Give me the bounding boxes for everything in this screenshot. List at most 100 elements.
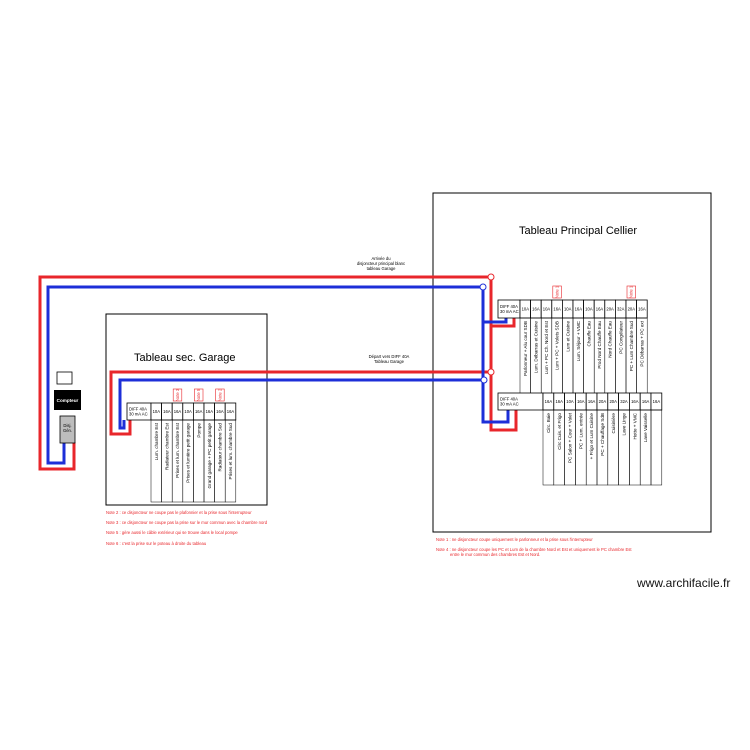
breaker-rating: 16A [216,409,224,414]
main-breaker-text: 30 mA AC [500,402,519,407]
breaker-rating: 20A [606,307,614,312]
wire-junctions [479,273,495,384]
meter-label: Compteur [57,398,79,403]
circuit-label: Lum et Cuisine [565,321,570,352]
top-link-note: disjoncteur principal blanc [357,261,405,266]
note-tag-text: Note 1 [555,285,560,298]
circuit-label: Nord Chauffe Eau [608,321,613,358]
breaker-rating: 32A [617,307,625,312]
mid-link-note: Tableau Garage [374,359,404,364]
circuit-label: Lum. Débarras et Cuisine [534,321,539,374]
main-panel-frame [432,192,712,533]
circuit-label: Prod Nord Chauffe Eau [597,321,602,369]
circuit-label: Radiateur chambre Est [165,422,170,470]
circuit-label: Circ Cuis. et Frigo [557,413,562,450]
garage-panel-frame [105,313,268,506]
circuit-label: PC Débarras + PC ext [640,320,645,366]
note-tag-text: Note 2 [217,388,222,401]
circuit-label: Radiateur chambre Sud [218,423,223,472]
breaker-rating: 20A [628,307,636,312]
junction [487,273,495,281]
main-note: entre le mur commun des chambres Est et … [450,552,540,557]
breaker-rating: 16A [575,307,583,312]
circuit-label: + Frigo et Lum Cuisine [589,413,594,460]
circuit-label: Prises et lum. chambre Sud [228,423,233,480]
breaker-rating: 16A [596,307,604,312]
note-tag [194,388,204,402]
breaker-rating: 16A [577,399,585,404]
main-breaker-text: DIFF 40A [500,304,518,309]
breaker-rating: 10A [543,307,551,312]
breaker-rating: 10A [153,409,161,414]
breaker-rating: 16A [555,399,563,404]
garage-note: Note 6 : c'est la prise sur le poteau à … [106,541,207,546]
main-breaker-label: Disj. [63,423,71,428]
breaker-rating: 10A [566,399,574,404]
main-breaker-label: Gén. [63,428,72,433]
circuit-label: Circ. Baie [546,413,551,433]
phase-wire-main [38,275,493,471]
garage-note: Note 2 : ce disjoncteur ne coupe pas le … [106,510,252,515]
main-breaker-text: 30 mA AC [500,309,519,314]
note-tag [626,285,636,299]
note-tag [172,388,183,402]
phase-feed-bottom [489,326,518,432]
main-breaker-box [59,415,76,444]
note-tag-text: Note 5 [196,388,201,401]
junction [487,368,495,376]
breaker-rating: 16A [653,399,661,404]
mid-link-note: Départ vers DIFF 40A [369,354,410,359]
neutral-feed-bottom [481,326,510,424]
junction [480,376,488,384]
circuit-label: PC Salon + Cour + Volet [568,412,573,463]
circuit-label: Cuisinière [611,413,616,434]
junction [479,283,487,291]
garage-note: Note 5 : gère aussi le câble extérieur q… [106,530,238,535]
circuit-label: Lum + PC Ch. Nord et Est [544,320,549,374]
circuit-label: Lave Linge [622,413,627,436]
circuit-label-cell [224,419,237,503]
circuit-label: Prises et lum. chambre Est [175,422,180,478]
main-breaker-text: 30 mA AC [129,412,148,417]
breaker-rating: 10A [564,307,572,312]
circuit-label: PC + Chauffage SdB [600,413,605,456]
breaker-rating: 20A [599,399,607,404]
note-tag [552,285,562,299]
wiring [38,275,518,471]
breaker-rating: 16A [532,307,540,312]
circuit-label: PC + Lum. entrée [578,413,583,450]
circuit-label: Hotte + VMC [632,412,637,439]
circuit-label-cell [650,409,663,486]
note-tag-text: Note 1 [629,285,634,298]
note-tag-text: Note 3 [175,388,180,401]
top-link-note: Arrivée du [371,256,391,261]
watermark: www.archifacile.fr [636,576,730,590]
breaker-rating: 16A [642,399,650,404]
breaker-rating: 10A [585,307,593,312]
circuit-label: Lum. Séjour + VMC [576,320,581,361]
breaker-rating: 10A [184,409,192,414]
main-panel-title: Tableau Principal Cellier [519,225,637,237]
breaker-rating: 20A [609,399,617,404]
breaker-rating: 10A [522,307,530,312]
main-breaker-text: DIFF 40A [500,397,518,402]
garage-panel-title: Tableau sec. Garage [134,352,236,364]
phase-feed-top [491,318,516,328]
breaker-rating: 32A [620,399,628,404]
neutral-wire-main [46,285,485,465]
circuit-label: Chauffe Eau [587,321,592,347]
circuit-label: PC Congélateur [618,321,623,354]
breaker-rating: 16A [631,399,639,404]
circuit-label: PC + Lum Chambre Sud [629,321,634,372]
circuit-label: Prises et lumière petit garage [186,423,191,483]
neutral-feed-top [483,318,508,324]
neutral-wire-garage [118,378,484,430]
circuit-label: Lum + PC + Volets SDB [555,321,560,370]
breaker-rating: 16A [227,409,235,414]
breaker-rating: 16A [174,409,182,414]
circuit-label: Grand garage + PC petit garage [207,423,212,489]
circuit-label: Lum. chambre Est [154,422,159,460]
top-link-note: tableau Garage [367,266,397,271]
